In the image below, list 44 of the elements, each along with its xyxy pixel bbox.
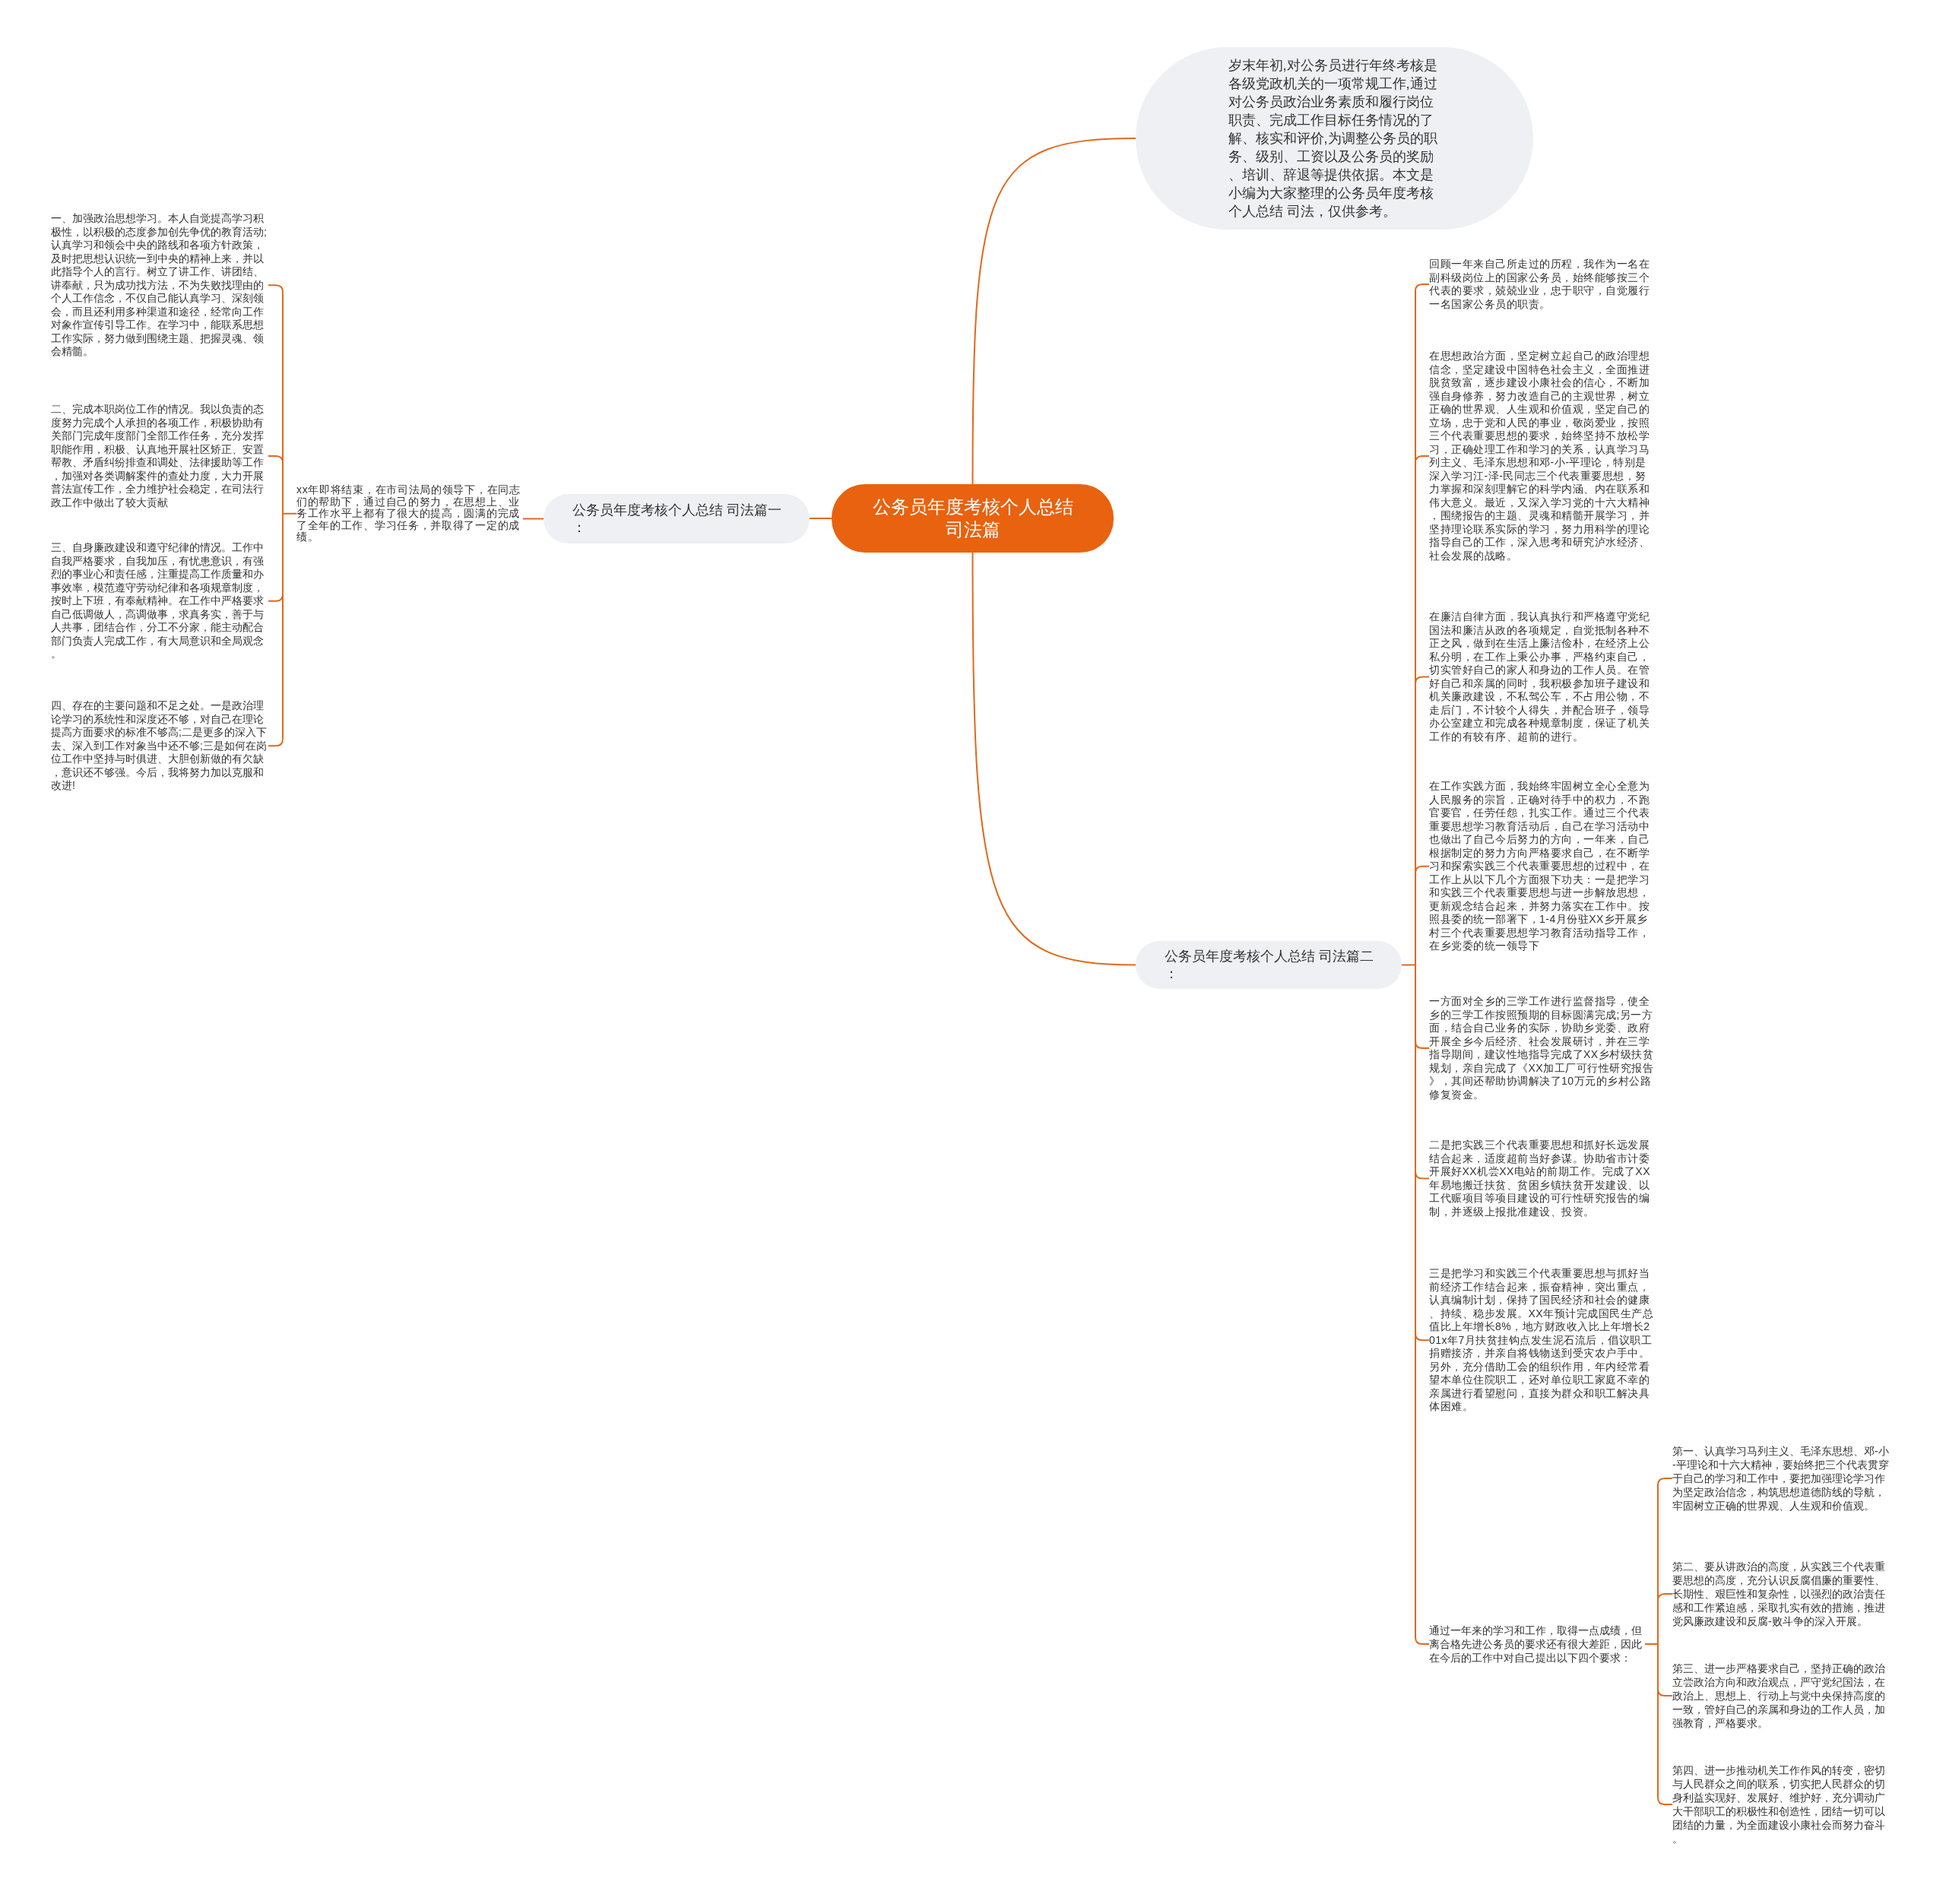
connector-line (1415, 1171, 1430, 1180)
central-topic: 公务员年度考核个人总结司法篇 (832, 484, 1114, 553)
connector-line (1415, 676, 1430, 685)
paragraph: 在思想政治方面，坚定树立起自己的政治理想信念，坚定建设中国特色社会主义，全面推进脱贫致富，逐步建设小康社会的信心，不断加强自身修养，努力改造自己的主观世界，树立正确的世界观、人生观和价值观，坚定自己的立场，忠于党和人民的事业，敬岗爱业，按照三个代表重要思想的要求，始终坚持不放松学习，正确处理工作和学习的关系，认真学习马列主义、毛泽东思想和邓-小-平理论，特别是深入学习江-泽-民同志三个代表重要思想，努力掌握和深刻理解它的科学内涵、内在联系和伟大意义。最近，又深入学习党的十六大精神，围绕报告的主题、灵魂和精髓开展学习，并坚持理论联系实际的学习，努力用科学的理论指导自己的工作，深入思考和研究泸水经济、社会发展的战略。 (1429, 350, 1654, 562)
paragraph: 四、存在的主要问题和不足之处。一是政治理论学习的系统性和深度还不够，对自己在理论提高方面要求的标准不够高;二是更多的深入下去、深入到工作对象当中还不够;三是如何在岗位工作中坚持与时俱进、大胆创新做的有欠缺，意识还不够强。今后，我将努力加以克服和改进! (51, 699, 268, 793)
paragraph: 通过一年来的学习和工作，取得一点成绩，但离合格先进公务员的要求还有很大差距，因此在今后的工作中对自己提出以下四个要求： (1429, 1624, 1645, 1665)
connector-line (1415, 1636, 1430, 1645)
branch-topic: 公务员年度考核个人总结 司法篇二： (1136, 941, 1402, 989)
connector-line (809, 518, 832, 519)
connector-line (1415, 1041, 1430, 1049)
intro-bubble: 岁末年初,对公务员进行年终考核是各级党政机关的一项常规工作,通过对公务员政治业务素质和履行岗位职责、完成工作目标任务情况的了解、核实和评价,为调整公务员的职务、级别、工资以及公务员的奖励、培训、辞退等提供依据。本文是小编为大家整理的公务员年度考核个人总结 司法，仅供参考。 (1136, 47, 1533, 230)
connector-line (282, 291, 297, 740)
paragraph: 一方面对全乡的三学工作进行监督指导，使全乡的三学工作按照预期的目标圆满完成;另一方面，结合自己业务的实际，协助乡党委、政府开展全乡今后经济、社会发展研讨，并在三学指导期间，建议性地指导完成了XX乡村级扶贫规划，亲自完成了《XX加工厂可行性研究报告》，其间还帮助协调解决了10万元的乡村公路修复资金。 (1429, 995, 1654, 1101)
paragraph: 三、自身廉政建设和遵守纪律的情况。工作中自我严格要求，自我加压，有忧患意识，有强烈的事业心和责任感，注重提高工作质量和办事效率，模范遵守劳动纪律和各项规章制度，按时上下班，有奉献精神。在工作中严格要求自己低调做人，高调做事，求真务实，善于与人共事，团结合作，分工不分家，能主动配合部门负责人完成工作，有大局意识和全局观念。 (51, 541, 268, 661)
connector-line (1415, 284, 1430, 292)
connector-line (268, 738, 284, 747)
paragraph: 第三、进一步严格要求自己，坚持正确的政治立尝政治方向和政治观点，严守党纪国法，在政治上、思想上、行动上与党中央保持高度的一致，管好自己的亲属和身边的工作人员，加强教育，严格要求。 (1672, 1662, 1890, 1730)
connector-line (1415, 1332, 1430, 1342)
connector-line (1644, 1484, 1659, 1798)
paragraph: 第一、认真学习马列主义、毛泽东思想、邓-小-平理论和十六大精神，要始终把三个代表贯穿于自己的学习和工作中，要把加强理论学习作为坚定政治信念，构筑思想道德防线的导航，牢固树立正确的世界观、人生观和价值观。 (1672, 1444, 1890, 1513)
paragraph: xx年即将结束，在市司法局的领导下，在同志们的帮助下，通过自己的努力，在思想上、业务工作水平上都有了很大的提高，圆满的完成了全年的工作、学习任务，并取得了一定的成绩。 (296, 484, 523, 543)
paragraph: 一、加强政治思想学习。本人自觉提高学习积极性，以积极的态度参加创先争优的教育活动;认真学习和领会中央的路线和各项方针政策，及时把思想认识统一到中央的精神上来，并以此指导个人的言行。树立了讲工作、讲团结、讲奉献，只为成功找方法，不为失败找理由的个人工作信念，不仅自己能认真学习、深刻领会，而且还利用多种渠道和途径，经常向工作对象作宣传引导工作。在学习中，能联系思想工作实际，努力做到围绕主题、把握灵魂、领会精髓。 (51, 212, 268, 359)
paragraph: 二、完成本职岗位工作的情况。我以负责的态度努力完成个人承担的各项工作，积极协助有关部门完成年度部门全部工作任务，充分发挥职能作用，积极、认真地开展社区矫正、安置帮教、矛盾纠纷排查和调处、法律援助等工作，加强对各类调解案件的查处力度，大力开展普法宣传工作，全力维护社会稳定，在司法行政工作中做出了较大贡献 (51, 403, 268, 509)
connector-line (971, 552, 1136, 966)
connector-line (1401, 290, 1416, 1638)
connector-line (1657, 1797, 1673, 1805)
connector-line (1657, 1593, 1673, 1601)
paragraph: 三是把学习和实践三个代表重要思想与抓好当前经济工作结合起来，振奋精神，突出重点，认真编制计划，保持了国民经济和社会的健康、持续、稳步发展。XX年预计完成国民生产总值比上年增长8%，地方财政收入比上年增长201x年7月扶贫挂钩点发生泥石流后，倡议职工捐赠接济，并亲自将钱物送到受灾农户手中。另外，充分借助工会的组织作用，年内经常看望本单位住院职工，还对单位职工家庭不幸的亲属进行看望慰问，直接为群众和职工解决具体困难。 (1429, 1267, 1654, 1414)
paragraph: 第二、要从讲政治的高度，从实践三个代表重要思想的高度，充分认识反腐倡廉的重要性、长期性、艰巨性和复杂性，以强烈的政治责任感和工作紧迫感，采取扎实有效的措施，推进党风廉政建设和反腐-败斗争的深入开展。 (1672, 1560, 1890, 1628)
connector-line (268, 455, 284, 464)
connector-line (268, 284, 284, 293)
connector-line (522, 518, 544, 520)
paragraph: 回顾一年来自己所走过的历程，我作为一名在副科级岗位上的国家公务员，始终能够按三个代表的要求，兢兢业业，忠于职守，自觉履行一名国家公务员的职责。 (1429, 258, 1654, 311)
paragraph: 在工作实践方面，我始终牢固树立全心全意为人民服务的宗旨，正确对待手中的权力，不跑官要官，任劳任怨，扎实工作。通过三个代表重要思想学习教育活动后，自己在学习活动中也做出了自己今后努力的方向，一年来，自己根据制定的努力方向严格要求自己，在不断学习和探索实践三个代表重要思想的过程中，在工作上从以下几个方面狠下功夫：一是把学习和实践三个代表重要思想与进一步解放思想，更新观念结合起来，并努力落实在工作中。按照县委的统一部署下，1-4月份驻XX乡开展乡村三个代表重要思想学习教育活动指导工作，在乡党委的统一领导下 (1429, 780, 1654, 953)
connector-line (268, 593, 284, 602)
paragraph: 在廉洁自律方面，我认真执行和严格遵守党纪国法和廉洁从政的各项规定，自觉抵制各种不正之风，做到在生活上廉洁俭朴，在经济上公私分明，在工作上秉公办事，严格约束自己，切实管好自己的家人和身边的工作人员。在管好自己和亲属的同时，我积极参加班子建设和机关廉政建设，不私驾公车，不占用公物，不走后门，不计较个人得失，并配合班子，领导办公室建立和完成各种规章制度，保证了机关工作的有较有序、超前的进行。 (1429, 610, 1654, 743)
connector-line (1657, 1688, 1673, 1696)
connector-line (971, 138, 1136, 485)
branch-topic: 公务员年度考核个人总结 司法篇一： (544, 494, 810, 543)
connector-line (1415, 455, 1430, 464)
paragraph: 第四、进一步推动机关工作作风的转变，密切与人民群众之间的联系，切实把人民群众的切身利益实现好、发展好、维护好，充分调动广大干部职工的积极性和创造性，团结一切可以团结的力量，为全面建设小康社会而努力奋斗。 (1672, 1763, 1890, 1845)
paragraph: 二是把实践三个代表重要思想和抓好长远发展结合起来，适度超前当好参谋。协助省市计委开展好XX机尝XX电站的前期工作。完成了XX年易地搬迁扶贫、贫困乡镇扶贫开发建设、以工代赈项目等项目建设的可行性研究报告的编制，并逐级上报批准建设、投资。 (1429, 1139, 1654, 1218)
connector-line (1415, 865, 1430, 874)
connector-line (1657, 1478, 1673, 1486)
